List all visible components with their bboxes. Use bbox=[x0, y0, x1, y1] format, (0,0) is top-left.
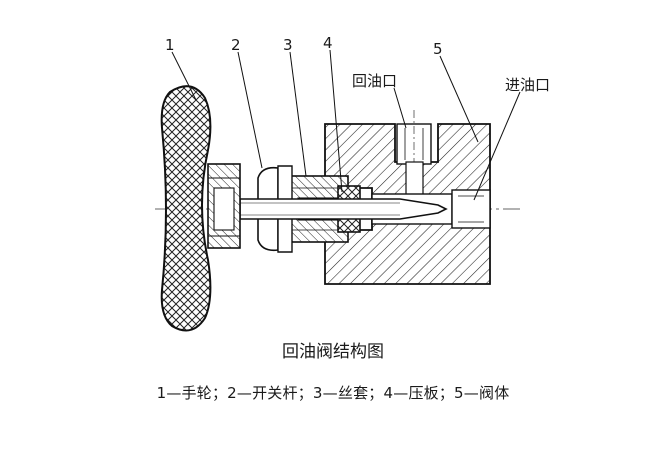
legend-item: 5—阀体 bbox=[454, 384, 510, 402]
legend-item: 2—开关杆； bbox=[227, 384, 313, 402]
callout-3: 3 bbox=[283, 36, 293, 54]
handwheel bbox=[160, 85, 212, 332]
valve-drawing: 1 2 3 4 5 回油口 进油口 bbox=[155, 34, 550, 332]
legend-item: 1—手轮； bbox=[156, 384, 228, 402]
legend-item: 4—压板； bbox=[383, 384, 455, 402]
parts-legend: 1—手轮；2—开关杆；3—丝套；4—压板；5—阀体 bbox=[0, 382, 666, 403]
diagram-title: 回油阀结构图 bbox=[282, 342, 384, 362]
inlet-port-label: 进油口 bbox=[505, 76, 550, 94]
switch-rod bbox=[239, 198, 448, 220]
callout-4: 4 bbox=[323, 34, 333, 52]
callout-1: 1 bbox=[165, 36, 175, 54]
callout-2: 2 bbox=[231, 36, 241, 54]
return-port-label: 回油口 bbox=[352, 72, 397, 90]
legend-item: 3—丝套； bbox=[312, 384, 384, 402]
callout-5: 5 bbox=[433, 40, 443, 58]
